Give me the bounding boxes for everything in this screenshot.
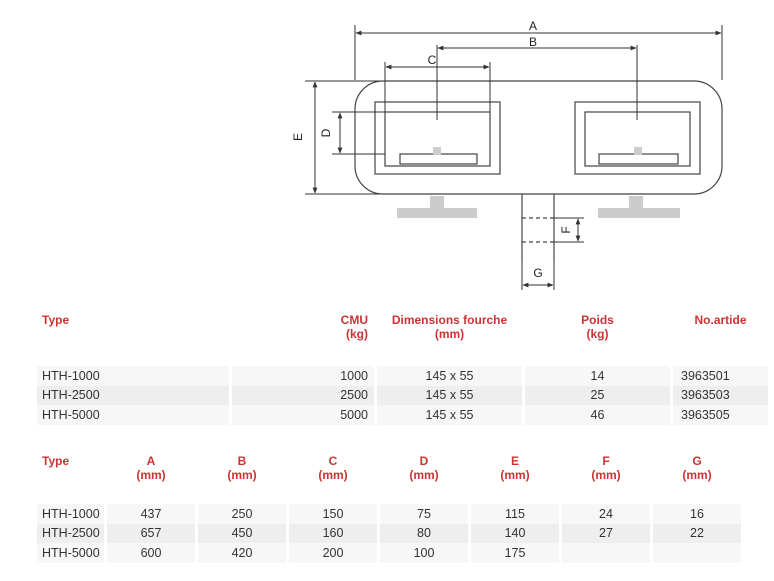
cell-cmu: 5000 <box>232 405 374 425</box>
cell-type: HTH-5000 <box>37 543 104 563</box>
table-row: HTH-2500 2500 145 x 55 25 3963503 <box>37 385 768 405</box>
shadow-left <box>397 196 477 218</box>
cell-a: 657 <box>107 523 195 543</box>
cell-c: 150 <box>289 504 377 524</box>
cell-b: 420 <box>198 543 286 563</box>
cell-dimensions: 145 x 55 <box>377 366 522 386</box>
header-type: Type <box>42 313 70 327</box>
cell-b: 250 <box>198 504 286 524</box>
header-dimensions-fourche: Dimensions fourche(mm) <box>391 313 508 341</box>
cell-article: 3963501 <box>673 366 768 386</box>
table-header-row: Type A(mm) B(mm) C(mm) D(mm) E(mm) F(mm)… <box>37 454 741 491</box>
cell-poids: 25 <box>525 385 670 405</box>
cell-g: 22 <box>653 523 741 543</box>
cell-e: 140 <box>471 523 559 543</box>
cell-cmu: 2500 <box>232 385 374 405</box>
cell-g <box>653 543 741 563</box>
header-b: B(mm) <box>227 454 257 482</box>
header-type: Type <box>42 454 70 468</box>
lifting-stem <box>521 194 555 262</box>
cell-type: HTH-2500 <box>37 385 229 405</box>
table-row: HTH-1000 1000 145 x 55 14 3963501 <box>37 366 768 386</box>
cell-c: 160 <box>289 523 377 543</box>
dimension-f-label: F <box>559 226 573 233</box>
cell-poids: 46 <box>525 405 670 425</box>
dimension-c-label: C <box>428 53 437 67</box>
header-d: D(mm) <box>409 454 439 482</box>
cell-e: 175 <box>471 543 559 563</box>
cell-f: 24 <box>562 504 650 524</box>
header-e: E(mm) <box>500 454 530 482</box>
dimension-g-label: G <box>533 266 542 280</box>
table-row: HTH-5000 5000 145 x 55 46 3963505 <box>37 405 768 425</box>
table-row: HTH-5000 600 420 200 100 175 <box>37 543 741 563</box>
cell-a: 437 <box>107 504 195 524</box>
header-a: A(mm) <box>136 454 166 482</box>
table-row: HTH-1000 437 250 150 75 115 24 16 <box>37 504 741 524</box>
cell-type: HTH-2500 <box>37 523 104 543</box>
cell-a: 600 <box>107 543 195 563</box>
shadow-right <box>598 196 680 218</box>
dimension-e-label: E <box>291 133 305 141</box>
header-poids: Poids(kg) <box>581 313 614 341</box>
cell-article: 3963505 <box>673 405 768 425</box>
technical-diagram: A B C E D F G <box>291 19 723 290</box>
header-no-article: No.artide <box>694 313 747 327</box>
cell-dimensions: 145 x 55 <box>377 385 522 405</box>
table-header-row: Type CMU(kg) Dimensions fourche(mm) Poid… <box>37 313 768 353</box>
cell-article: 3963503 <box>673 385 768 405</box>
cell-d: 100 <box>380 543 468 563</box>
cell-dimensions: 145 x 55 <box>377 405 522 425</box>
cell-f: 27 <box>562 523 650 543</box>
header-c: C(mm) <box>318 454 348 482</box>
table-row: HTH-2500 657 450 160 80 140 27 22 <box>37 523 741 543</box>
dimension-d-label: D <box>319 128 333 137</box>
cell-poids: 14 <box>525 366 670 386</box>
header-cmu: CMU(kg) <box>340 313 368 341</box>
header-f: F(mm) <box>591 454 621 482</box>
traverse-body <box>354 80 723 195</box>
cell-d: 75 <box>380 504 468 524</box>
cell-type: HTH-5000 <box>37 405 229 425</box>
dimension-b-label: B <box>529 35 537 49</box>
cell-g: 16 <box>653 504 741 524</box>
cell-b: 450 <box>198 523 286 543</box>
cell-e: 115 <box>471 504 559 524</box>
dimension-a-label: A <box>529 19 537 33</box>
header-g: G(mm) <box>682 454 712 482</box>
cell-type: HTH-1000 <box>37 504 104 524</box>
cell-cmu: 1000 <box>232 366 374 386</box>
cell-type: HTH-1000 <box>37 366 229 386</box>
cell-c: 200 <box>289 543 377 563</box>
specifications-table: Type CMU(kg) Dimensions fourche(mm) Poid… <box>34 313 771 425</box>
cell-f <box>562 543 650 563</box>
dimensions-table: Type A(mm) B(mm) C(mm) D(mm) E(mm) F(mm)… <box>34 454 744 563</box>
cell-d: 80 <box>380 523 468 543</box>
